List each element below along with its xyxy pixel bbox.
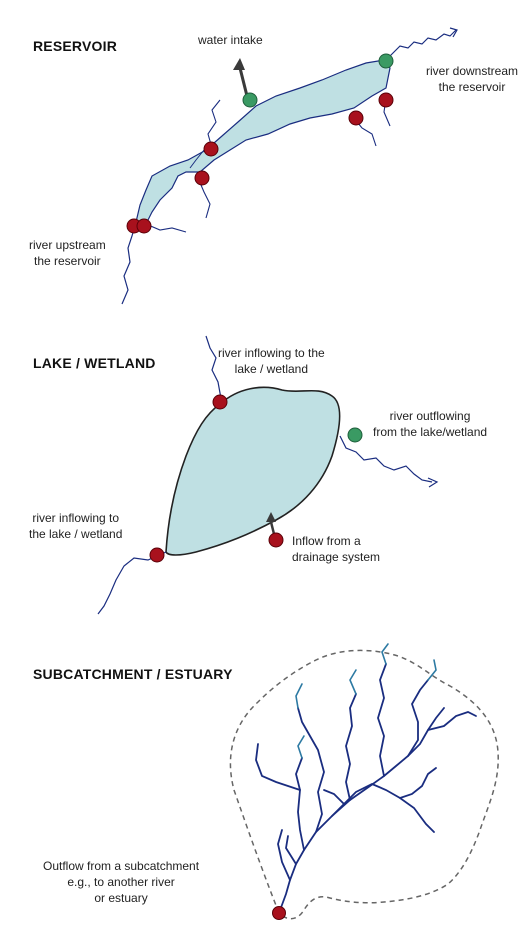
lake-title: LAKE / WETLAND	[33, 355, 156, 371]
tributary-b	[295, 757, 305, 851]
water-intake-point	[242, 92, 258, 108]
reservoir-red-point-4	[194, 170, 210, 186]
headwater-1	[295, 683, 303, 709]
tributary-g	[377, 663, 387, 777]
reservoir-diagram	[121, 27, 458, 305]
upstream-text-2: the reservoir	[33, 254, 101, 268]
lake-diagram	[97, 335, 439, 615]
water-intake-text: water intake	[198, 33, 263, 47]
lake-top-inflow-text-1: river inflowing to the	[218, 346, 325, 360]
tributary-h	[407, 679, 429, 757]
reservoir-title: RESERVOIR	[33, 38, 118, 54]
lake-outflow-point	[347, 427, 363, 443]
subcatchment-diagram	[229, 643, 499, 920]
lake-left-inflow-point	[149, 547, 165, 563]
lake-left-inflow-river	[97, 551, 167, 615]
main-river-stem	[278, 707, 445, 914]
tributary-f	[345, 693, 357, 801]
tributary-j	[399, 767, 437, 799]
lake-top-inflow-label: river inflowing to the lake / wetland	[218, 345, 325, 377]
headwater-2	[349, 669, 357, 695]
subcatchment-outflow-text-1: Outflow from a subcatchment	[43, 859, 200, 873]
lake-left-inflow-text-1: river inflowing to	[32, 511, 120, 525]
downstream-arrowhead	[449, 27, 458, 38]
reservoir-water-body	[135, 59, 391, 225]
catchment-boundary	[229, 649, 499, 920]
water-intake-arrowhead	[233, 58, 245, 70]
reservoir-red-point-2	[348, 110, 364, 126]
lake-water-body	[165, 386, 341, 556]
lake-left-inflow-label: river inflowing to the lake / wetland	[29, 510, 122, 542]
drainage-label: Inflow from a drainage system	[292, 533, 380, 565]
reservoir-red-point-3	[203, 141, 219, 157]
headwater-4	[427, 659, 437, 681]
drainage-arrow	[269, 521, 276, 535]
water-intake-label: water intake	[198, 32, 263, 48]
subcatchment-title: SUBCATCHMENT / ESTUARY	[33, 666, 233, 682]
drainage-point	[268, 532, 284, 548]
drainage-text-2: drainage system	[292, 550, 381, 564]
subcatchment-outflow-label: Outflow from a subcatchment e.g., to ano…	[43, 858, 199, 906]
upstream-text-1: river upstream	[29, 238, 106, 252]
lake-outflow-river	[339, 435, 433, 483]
reservoir-tributary-2	[145, 223, 187, 233]
tributary-c	[255, 743, 301, 791]
subcatchment-outflow-text-3: or estuary	[94, 891, 148, 905]
tributary-k	[323, 789, 345, 805]
headwater-3	[381, 643, 389, 665]
tributary-a	[277, 829, 291, 881]
lake-top-inflow-point	[212, 394, 228, 410]
lake-left-inflow-text-2: the lake / wetland	[29, 527, 123, 541]
lake-outflow-text-2: from the lake/wetland	[373, 425, 488, 439]
reservoir-red-point-1	[378, 92, 394, 108]
reservoir-tributary-3	[207, 99, 221, 149]
reservoir-outlet-point	[378, 53, 394, 69]
downstream-text-1: river downstream	[425, 64, 519, 78]
tributary-l	[285, 835, 297, 865]
lake-outflow-arrowhead	[427, 477, 439, 488]
lake-outflow-text-1: river outflowing	[389, 409, 471, 423]
reservoir-tributary-6	[189, 149, 205, 169]
tributary-i	[427, 711, 477, 731]
subcatchment-outflow-text-2: e.g., to another river	[67, 875, 175, 889]
reservoir-upstream-river	[121, 221, 137, 305]
drainage-arrowhead	[266, 512, 276, 522]
reservoir-downstream-river	[385, 29, 457, 61]
lake-outflow-label: river outflowing from the lake/wetland	[373, 408, 487, 440]
downstream-text-2: the reservoir	[438, 80, 506, 94]
lake-top-inflow-river	[205, 335, 223, 405]
drainage-text-1: Inflow from a	[292, 534, 361, 548]
tributary-e	[331, 783, 435, 833]
downstream-label: river downstream the reservoir	[414, 63, 530, 95]
headwater-5	[297, 735, 305, 759]
upstream-label: river upstream the reservoir	[29, 237, 106, 269]
subcatchment-outflow-point	[272, 906, 286, 920]
lake-top-inflow-text-2: lake / wetland	[234, 362, 309, 376]
tributary-d	[297, 707, 325, 833]
reservoir-upstream-point-2	[136, 218, 152, 234]
